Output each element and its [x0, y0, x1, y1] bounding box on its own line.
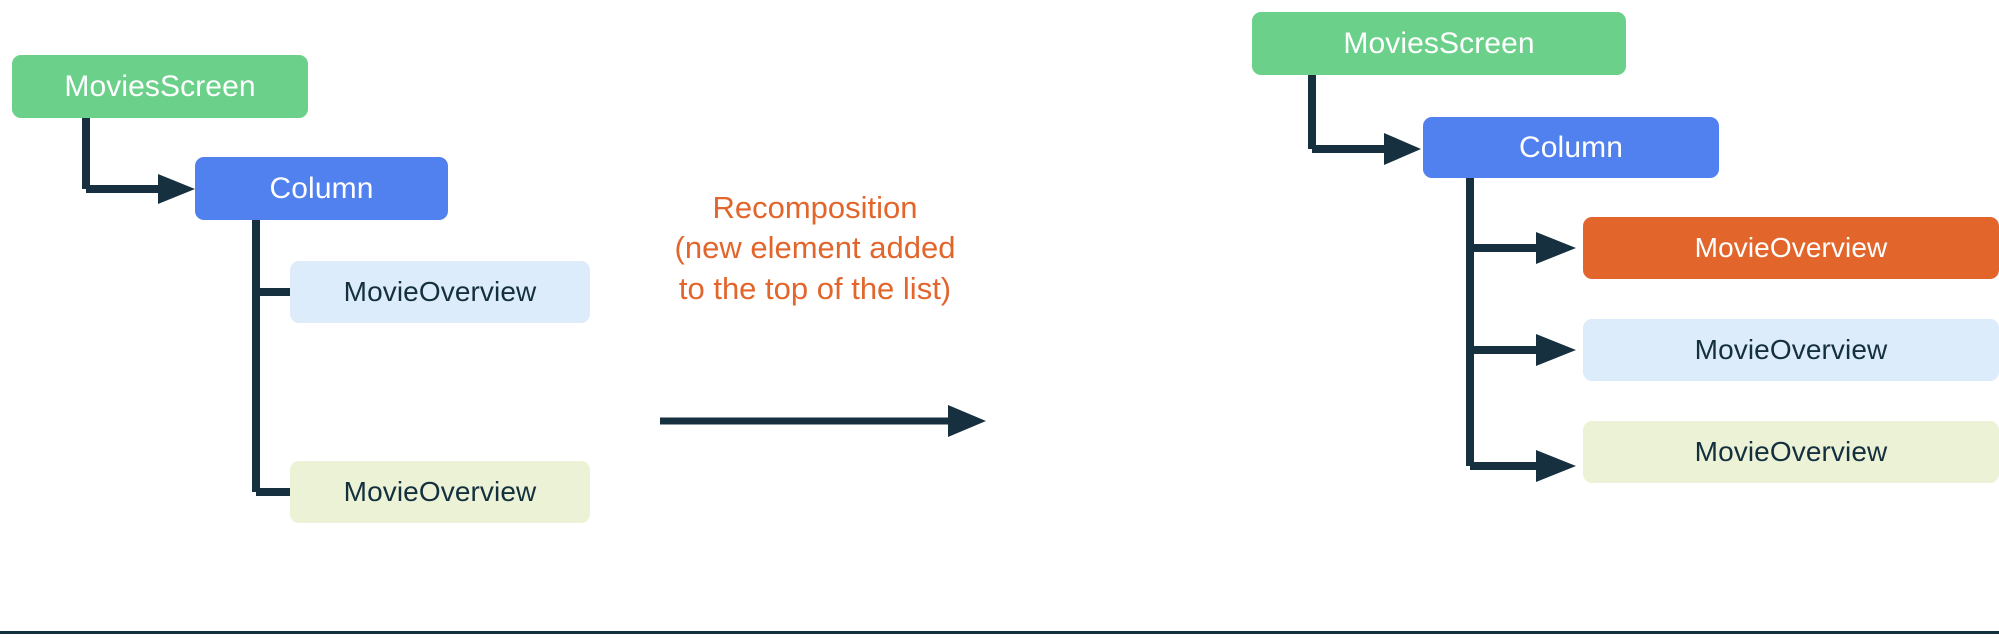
before-connector-screen-to-column [82, 118, 195, 204]
recomposition-arrow [660, 405, 986, 437]
after-node-movie-overview-new: MovieOverview [1583, 217, 1999, 279]
bottom-divider [0, 631, 1999, 634]
after-connector-screen-to-column [1308, 75, 1421, 165]
before-node-movie-overview-1: MovieOverview [290, 261, 590, 323]
before-movies-screen-label: MoviesScreen [64, 69, 256, 103]
before-node-movie-overview-2: MovieOverview [290, 461, 590, 523]
after-movie-overview-new-label: MovieOverview [1694, 232, 1888, 263]
after-movie-overview-2-label: MovieOverview [1694, 436, 1888, 467]
after-movies-screen-label: MoviesScreen [1343, 26, 1535, 60]
before-movie-overview-1-label: MovieOverview [343, 276, 537, 307]
after-node-movies-screen: MoviesScreen [1252, 12, 1626, 75]
recomposition-caption: Recomposition (new element added to the … [674, 190, 956, 306]
after-node-movie-overview-1: MovieOverview [1583, 319, 1999, 381]
after-node-column: Column [1423, 117, 1719, 178]
before-column-label: Column [269, 171, 374, 205]
before-movie-overview-2-label: MovieOverview [343, 476, 537, 507]
after-column-label: Column [1519, 130, 1623, 164]
after-connector-column-to-overviews [1466, 178, 1576, 482]
before-node-column: Column [195, 157, 448, 220]
after-movie-overview-1-label: MovieOverview [1694, 334, 1888, 365]
before-node-movies-screen: MoviesScreen [12, 55, 308, 118]
after-node-movie-overview-2: MovieOverview [1583, 421, 1999, 483]
